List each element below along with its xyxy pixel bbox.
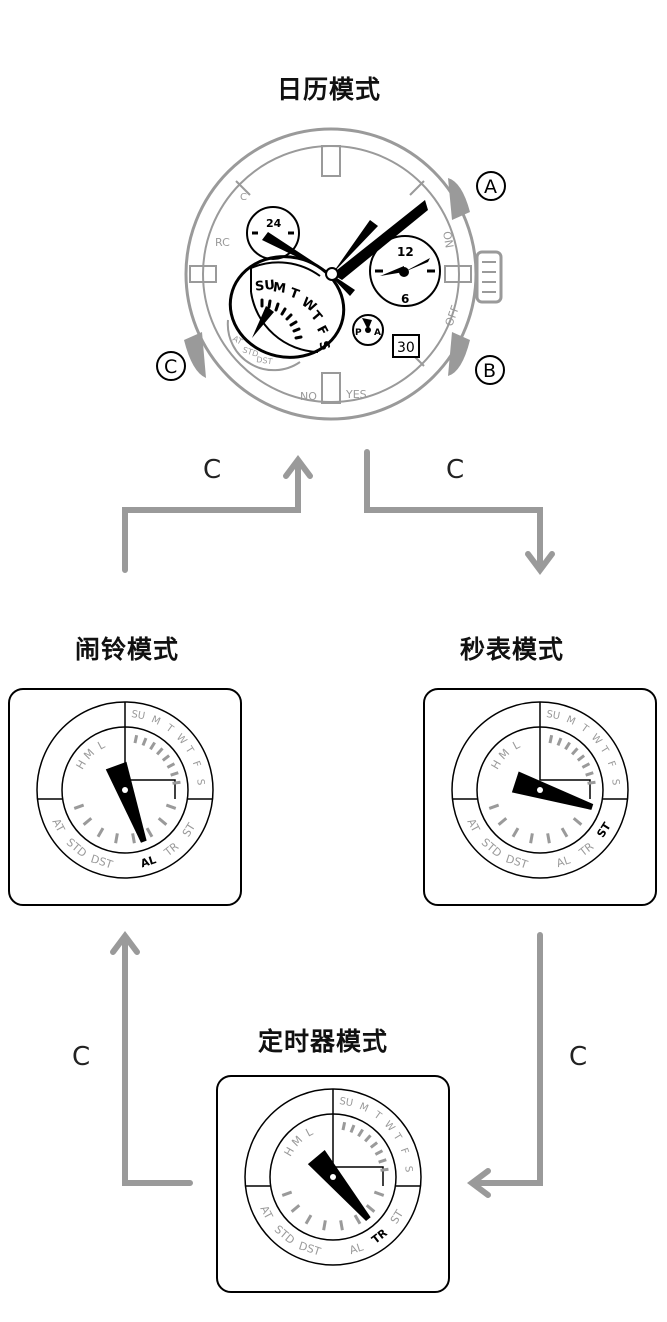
timer-mode-title: 定时器模式 <box>258 1027 389 1056</box>
button-c[interactable] <box>184 332 206 378</box>
arrow-label-c: C <box>72 1042 91 1072</box>
button-b-label: B <box>483 360 496 382</box>
crown <box>475 250 503 304</box>
pa-indicator: P A <box>352 314 384 346</box>
button-b[interactable] <box>448 332 470 376</box>
day-label: SU <box>254 278 275 295</box>
subdial-6-label: 6 <box>401 292 409 306</box>
mode-label: ST <box>388 1208 406 1227</box>
main-hands <box>262 200 428 296</box>
day-label: F <box>605 760 617 769</box>
bezel-label-off: OFF <box>443 304 463 328</box>
arrow-stopwatch-to-timer <box>467 932 543 1198</box>
mode-label: AL <box>555 853 573 870</box>
day-label: M <box>565 714 577 728</box>
button-a[interactable] <box>448 178 470 220</box>
stopwatch-mode-title: 秒表模式 <box>460 635 565 664</box>
day-label: T <box>288 286 302 303</box>
arrow-label-c: C <box>203 455 222 485</box>
arrow-label-c: C <box>569 1042 588 1072</box>
pa-label-p: P <box>355 328 362 338</box>
bezel-label-yes: YES <box>345 388 367 401</box>
arrow-alarm-to-calendar <box>122 455 313 573</box>
date-window: 30 <box>392 334 420 358</box>
day-label: SU <box>545 709 560 722</box>
button-a-label: A <box>484 176 497 198</box>
lower-dial-label: DST <box>256 355 273 366</box>
mode-label: AL <box>139 853 158 870</box>
mode-label: ST <box>180 821 198 840</box>
day-label: M <box>358 1101 370 1115</box>
day-label: W <box>298 295 318 316</box>
bezel-label-on: ON <box>440 230 456 249</box>
mode-label: AL <box>348 1240 366 1257</box>
day-label: S <box>194 778 206 785</box>
arrow-calendar-to-stopwatch <box>364 449 555 575</box>
mode-hand <box>511 771 594 810</box>
day-label: F <box>398 1147 410 1156</box>
day-label: M <box>150 714 162 728</box>
mode-label: AT <box>49 816 67 834</box>
subdial-12-label: 12 <box>397 245 414 259</box>
bezel-label-c: C <box>240 192 247 203</box>
arrow-timer-to-alarm <box>110 931 193 1186</box>
day-label: S <box>609 778 621 785</box>
bezel-label-rc: RC <box>215 236 230 249</box>
arrow-label-c: C <box>446 455 465 485</box>
day-subdial: SU M T W T F S <box>228 255 346 359</box>
button-c-label: C <box>164 356 177 378</box>
day-label: F <box>190 760 202 769</box>
mode-hand <box>105 761 147 843</box>
mode-label: AT <box>464 816 482 834</box>
bezel-label-no: NO <box>300 390 317 403</box>
date-value: 30 <box>397 340 415 356</box>
day-label: SU <box>130 709 145 722</box>
subdial-24-label: 24 <box>266 217 282 230</box>
alarm-mode-title: 闹铃模式 <box>75 635 180 664</box>
subdial-12h: 12 6 <box>369 235 441 307</box>
day-label: SU <box>338 1096 353 1109</box>
day-label: F <box>313 323 330 338</box>
day-label: S <box>402 1165 414 1172</box>
lower-dial-label: AT <box>231 334 244 347</box>
watch-face: C RC ON OFF NO YES 24 12 6 P A <box>156 127 506 421</box>
calendar-mode-title: 日历模式 <box>277 75 382 104</box>
mode-hand <box>307 1150 371 1222</box>
mode-label: AT <box>257 1203 275 1221</box>
day-label: M <box>272 280 287 297</box>
pa-label-a: A <box>374 328 381 338</box>
